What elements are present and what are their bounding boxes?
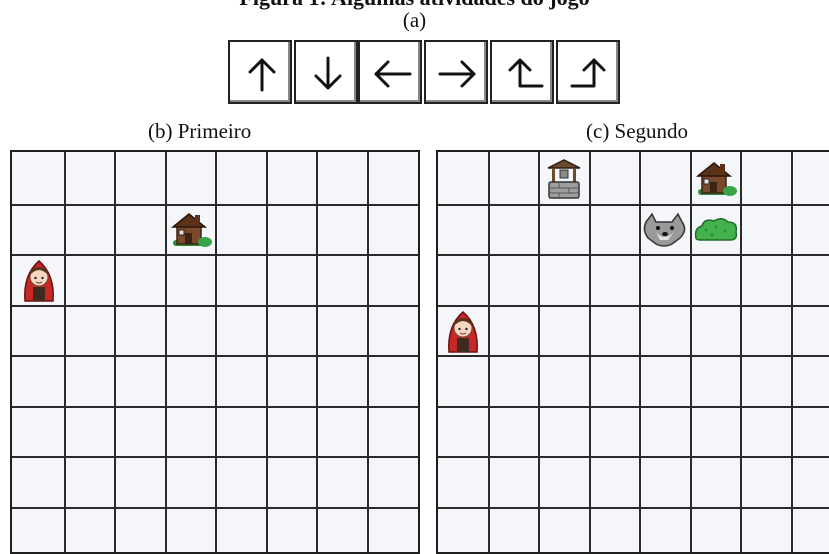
turn-up-left-button[interactable]	[490, 40, 554, 104]
grid-line-horizontal	[12, 305, 418, 307]
grid-line-vertical	[488, 152, 490, 552]
wolf-icon[interactable]	[642, 212, 688, 253]
grid-line-horizontal	[438, 456, 829, 458]
grid-line-vertical	[639, 152, 641, 552]
grid-line-vertical	[538, 152, 540, 552]
grid-line-vertical	[690, 152, 692, 552]
grid-line-vertical	[316, 152, 318, 552]
house-icon[interactable]	[169, 210, 213, 255]
grid-line-vertical	[215, 152, 217, 552]
arrow-left-button[interactable]	[358, 40, 422, 104]
red-riding-hood-icon[interactable]	[444, 308, 482, 359]
grid-line-vertical	[367, 152, 369, 552]
arrow-right-icon	[436, 52, 480, 96]
grid-line-vertical	[64, 152, 66, 552]
grid-line-vertical	[791, 152, 793, 552]
turn-up-right-icon	[568, 52, 612, 96]
grid-line-vertical	[165, 152, 167, 552]
arrow-right-button[interactable]	[424, 40, 488, 104]
board-primeiro[interactable]	[10, 150, 420, 554]
well-icon[interactable]	[544, 158, 584, 205]
grid-line-vertical	[114, 152, 116, 552]
turn-up-right-button[interactable]	[556, 40, 620, 104]
grid-line-vertical	[589, 152, 591, 552]
grid-line-horizontal	[438, 355, 829, 357]
red-riding-hood-icon[interactable]	[20, 257, 58, 308]
grid-line-vertical	[266, 152, 268, 552]
arrow-left-icon	[370, 52, 414, 96]
arrow-up-button[interactable]	[228, 40, 292, 104]
grid-line-horizontal	[438, 204, 829, 206]
grid-line-horizontal	[438, 254, 829, 256]
grid-line-horizontal	[12, 204, 418, 206]
arrow-down-icon	[306, 52, 350, 96]
panel-b-label: (b) Primeiro	[148, 118, 251, 144]
grid-line-horizontal	[12, 355, 418, 357]
board-segundo[interactable]	[436, 150, 829, 554]
grid-line-horizontal	[12, 406, 418, 408]
panel-c-label: (c) Segundo	[586, 118, 688, 144]
grid-line-horizontal	[438, 406, 829, 408]
grid-line-horizontal	[12, 456, 418, 458]
grid-line-horizontal	[438, 507, 829, 509]
grid-line-horizontal	[12, 507, 418, 509]
label-a: (a)	[0, 8, 829, 32]
bush-icon[interactable]	[692, 216, 740, 249]
arrow-up-icon	[240, 52, 284, 96]
arrow-down-button[interactable]	[294, 40, 358, 104]
grid-line-vertical	[740, 152, 742, 552]
grid-line-horizontal	[12, 254, 418, 256]
turn-up-left-icon	[502, 52, 546, 96]
house-icon[interactable]	[694, 159, 738, 204]
grid-line-horizontal	[438, 305, 829, 307]
